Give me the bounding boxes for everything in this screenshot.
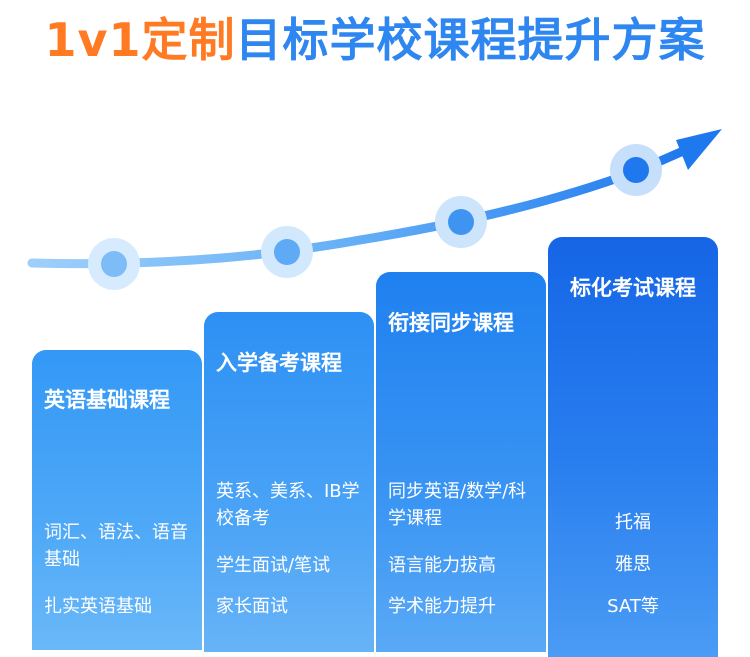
card-item: 托福 [615, 512, 651, 533]
card-item: 雅思 [615, 554, 651, 575]
page-title: 1v1定制目标学校课程提升方案 [0, 10, 750, 70]
card-item: 同步英语/数学/科学课程 [388, 481, 527, 529]
card-item: 家长面试 [216, 596, 288, 617]
milestone-dot-1 [88, 238, 140, 290]
card-item: 词汇、语法、语音基础 [44, 522, 188, 570]
card-item: 学术能力提升 [388, 596, 496, 617]
card-item: 扎实英语基础 [44, 596, 152, 617]
milestone-dot-2 [261, 226, 313, 278]
card-item: 语言能力拔高 [388, 555, 496, 576]
course-card-admission-prep: 入学备考课程 英系、美系、IB学校备考 学生面试/笔试 家长面试 [204, 312, 374, 652]
card-title: 衔接同步课程 [388, 311, 514, 335]
course-card-standardized-tests: 标化考试课程 托福 雅思 SAT等 [548, 237, 718, 657]
card-title: 入学备考课程 [216, 351, 342, 375]
card-title: 英语基础课程 [44, 388, 170, 412]
title-highlight: 1v1定制 [44, 13, 236, 67]
milestone-dot-4 [610, 144, 662, 196]
card-title: 标化考试课程 [570, 276, 696, 300]
course-card-english-basics: 英语基础课程 词汇、语法、语音基础 扎实英语基础 [32, 350, 202, 650]
arrow-head-icon [676, 129, 722, 170]
card-item: SAT等 [607, 596, 659, 617]
growth-curve [27, 129, 722, 290]
card-item: 学生面试/笔试 [216, 555, 331, 576]
milestone-dot-3 [435, 196, 487, 248]
title-main: 目标学校课程提升方案 [235, 13, 706, 67]
card-item: 英系、美系、IB学校备考 [216, 481, 360, 529]
growth-line [27, 143, 695, 269]
course-card-bridging: 衔接同步课程 同步英语/数学/科学课程 语言能力拔高 学术能力提升 [376, 272, 546, 652]
